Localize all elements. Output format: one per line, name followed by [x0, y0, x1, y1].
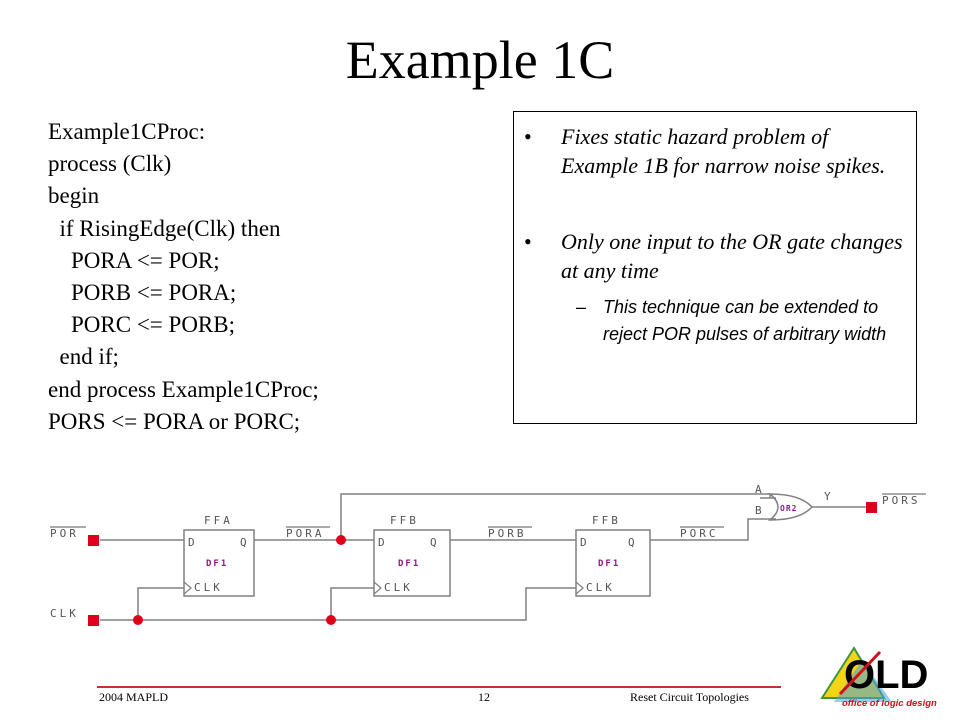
- port-label-pors: PORS: [882, 494, 921, 507]
- footer-page-number: 12: [478, 690, 490, 704]
- footer-right: Reset Circuit Topologies: [630, 690, 749, 704]
- slide-title: Example 1C: [345, 30, 615, 90]
- net-label-porb: PORB: [488, 527, 527, 540]
- code-line: PORB <= PORA;: [48, 279, 237, 305]
- ports-and-junctions: [88, 502, 877, 626]
- port-marker-por: [88, 535, 99, 546]
- wire-clk-ffb: [330, 587, 374, 620]
- port-label-por: POR: [50, 527, 79, 540]
- bullet-box: • Fixes static hazard problem of Example…: [513, 111, 917, 424]
- svg-text:OR2: OR2: [780, 504, 797, 513]
- code-line: PORS <= PORA or PORC;: [48, 408, 301, 434]
- wire-clk-ffa: [137, 587, 184, 620]
- bullet-text: Fixes static hazard problem of Example 1…: [561, 124, 886, 178]
- wire-group: [100, 493, 866, 621]
- old-logo: OLD office of logic design: [820, 646, 937, 709]
- svg-text:CLK: CLK: [384, 581, 413, 594]
- code-line: begin: [48, 183, 100, 209]
- bullet-marker: •: [524, 229, 532, 254]
- or-gate: A B Y OR2: [755, 483, 834, 521]
- sub-bullet-marker: –: [576, 297, 587, 317]
- bullet-marker: •: [524, 124, 532, 149]
- flip-flop-ffb: FFB D Q DF1 CLK: [373, 514, 451, 597]
- wire-clk: [100, 587, 576, 621]
- svg-text:DF1: DF1: [206, 559, 228, 569]
- svg-text:CLK: CLK: [194, 581, 223, 594]
- sub-bullet-item: – This technique can be extended to reje…: [576, 294, 912, 348]
- svg-text:D: D: [580, 536, 590, 549]
- code-line: end process Example1CProc;: [48, 376, 319, 402]
- svg-text:FFB: FFB: [390, 514, 419, 527]
- code-line: PORA <= POR;: [48, 247, 220, 273]
- wire-porc: [650, 518, 776, 541]
- net-labels: POR CLK PORA PORB PORC PORS: [50, 493, 926, 620]
- svg-text:A: A: [755, 483, 765, 496]
- code-line: Example1CProc:: [48, 119, 206, 144]
- net-label-pora: PORA: [286, 527, 325, 540]
- sub-bullet-text: This technique can be extended to reject…: [603, 297, 887, 344]
- bullet-item: • Only one input to the OR gate changes …: [524, 227, 904, 285]
- svg-text:B: B: [755, 504, 765, 517]
- footer-rule: [97, 686, 781, 688]
- logo-caption: office of logic design: [842, 698, 937, 709]
- code-line: PORC <= PORB;: [48, 312, 235, 338]
- port-marker-pors: [866, 502, 877, 513]
- svg-text:Q: Q: [430, 536, 440, 549]
- svg-text:FFB: FFB: [592, 514, 621, 527]
- junction-dot: [326, 615, 336, 625]
- flip-flop-ffa: FFA D Q DF1 CLK: [183, 514, 255, 597]
- footer-left: 2004 MAPLD: [99, 690, 169, 704]
- net-label-porc: PORC: [680, 527, 719, 540]
- svg-text:Q: Q: [628, 536, 638, 549]
- svg-text:DF1: DF1: [598, 559, 620, 569]
- vhdl-code-block: Example1CProc: process (Clk) begin if Ri…: [48, 116, 319, 438]
- code-line: process (Clk): [48, 151, 172, 177]
- svg-text:DF1: DF1: [398, 559, 420, 569]
- junction-dot: [336, 535, 346, 545]
- svg-text:D: D: [378, 536, 388, 549]
- code-line: end if;: [48, 344, 119, 370]
- port-marker-clk: [88, 615, 99, 626]
- svg-text:D: D: [188, 536, 198, 549]
- circuit-schematic: POR CLK PORA PORB PORC PORS FFA D Q DF1 …: [50, 483, 926, 626]
- bullet-item: • Fixes static hazard problem of Example…: [524, 122, 904, 180]
- port-label-clk: CLK: [50, 607, 79, 620]
- code-line: if RisingEdge(Clk) then: [48, 215, 281, 241]
- svg-text:Y: Y: [824, 490, 834, 503]
- svg-text:CLK: CLK: [586, 581, 615, 594]
- svg-text:Q: Q: [240, 536, 250, 549]
- junction-dot: [133, 615, 143, 625]
- svg-text:FFA: FFA: [204, 514, 233, 527]
- wire-pora-to-or: [340, 493, 771, 540]
- flip-flop-ffc: FFB D Q DF1 CLK: [575, 514, 651, 597]
- bullet-text: Only one input to the OR gate changes at…: [561, 229, 903, 283]
